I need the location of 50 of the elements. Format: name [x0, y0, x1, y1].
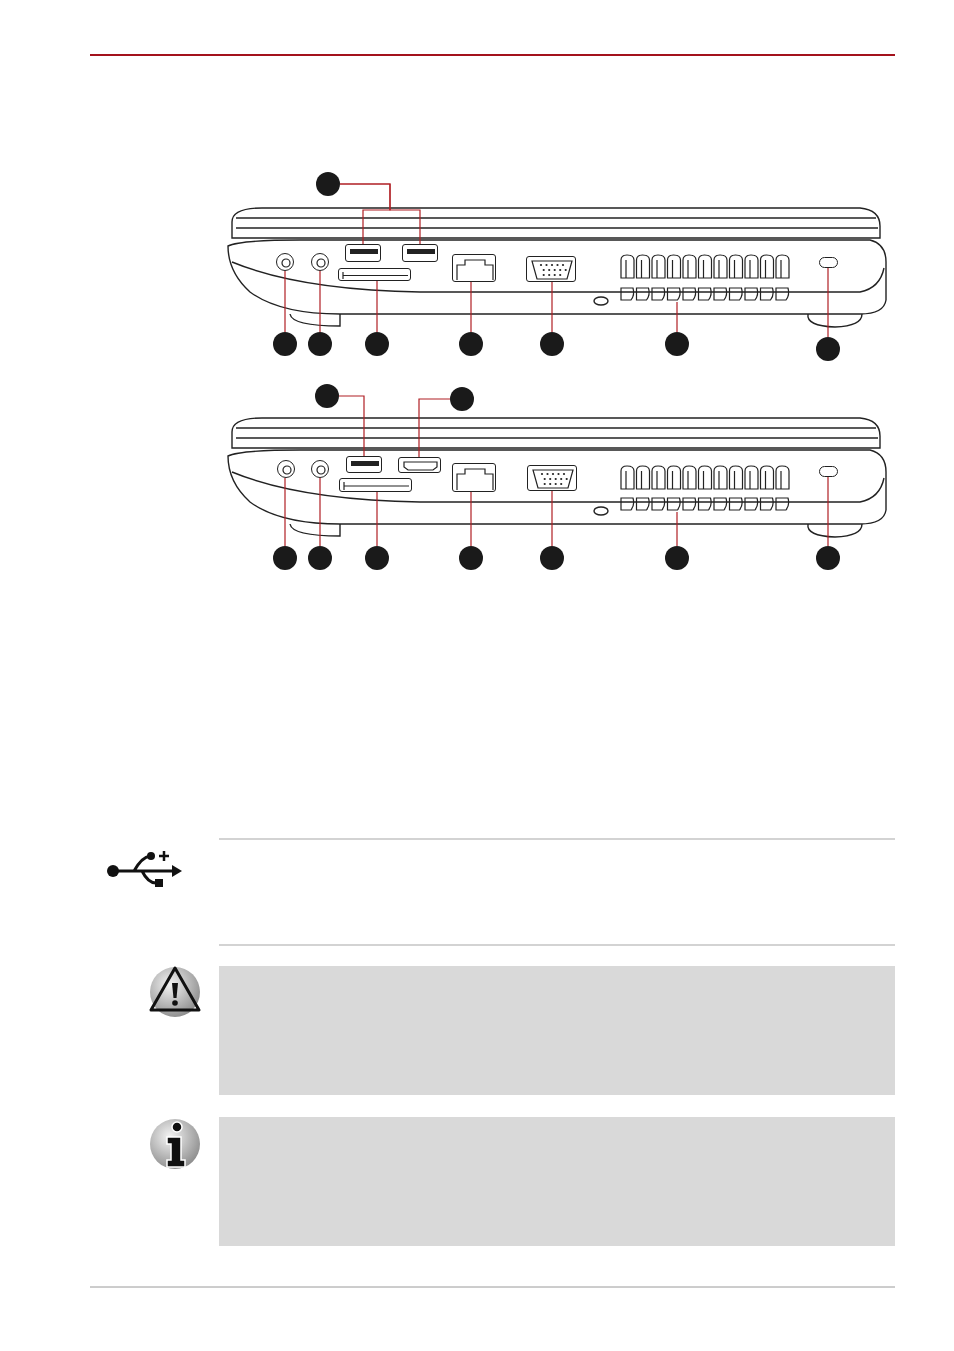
leader-line: [376, 280, 378, 333]
callout-marker: [273, 332, 297, 356]
callout-marker: [365, 546, 389, 570]
callout-marker: [308, 546, 332, 570]
leader-line: [319, 270, 321, 333]
leader-line: [418, 398, 451, 458]
callout-marker: [316, 172, 340, 196]
leader-line: [827, 267, 829, 338]
callout-marker: [308, 332, 332, 356]
callout-marker: [459, 546, 483, 570]
card-slot: [338, 268, 411, 281]
usb-port: [345, 244, 381, 262]
leader-line: [551, 281, 553, 333]
audio-jack: [311, 253, 329, 271]
vga-port: [527, 465, 577, 491]
card-slot: [339, 478, 412, 492]
leader-line: [339, 183, 421, 245]
leader-line: [827, 476, 829, 547]
callout-marker: [665, 332, 689, 356]
leader-line: [676, 511, 678, 547]
vga-port: [526, 256, 576, 282]
callout-marker: [816, 337, 840, 361]
leader-line: [470, 491, 472, 547]
cooling-vent: [620, 465, 792, 512]
lan-port: [452, 463, 496, 492]
leader-line: [470, 281, 472, 333]
callout-marker: [540, 546, 564, 570]
audio-jack: [311, 460, 329, 478]
lan-port: [452, 254, 496, 282]
callout-marker: [450, 387, 474, 411]
usb-port: [346, 456, 382, 473]
callout-marker: [665, 546, 689, 570]
leader-line: [284, 477, 286, 547]
leader-line: [338, 395, 365, 457]
hdmi-port: [398, 457, 441, 473]
leader-line: [551, 490, 553, 547]
leader-line: [676, 301, 678, 333]
audio-jack: [276, 253, 294, 271]
callout-marker: [540, 332, 564, 356]
leader-line: [376, 491, 378, 547]
leader-line: [284, 270, 286, 333]
callout-marker: [459, 332, 483, 356]
leader-line: [319, 477, 321, 547]
callout-marker: [273, 546, 297, 570]
audio-jack: [277, 460, 295, 478]
callout-marker: [816, 546, 840, 570]
callout-marker: [315, 384, 339, 408]
usb-port: [402, 244, 438, 262]
callout-marker: [365, 332, 389, 356]
cooling-vent: [620, 254, 792, 302]
